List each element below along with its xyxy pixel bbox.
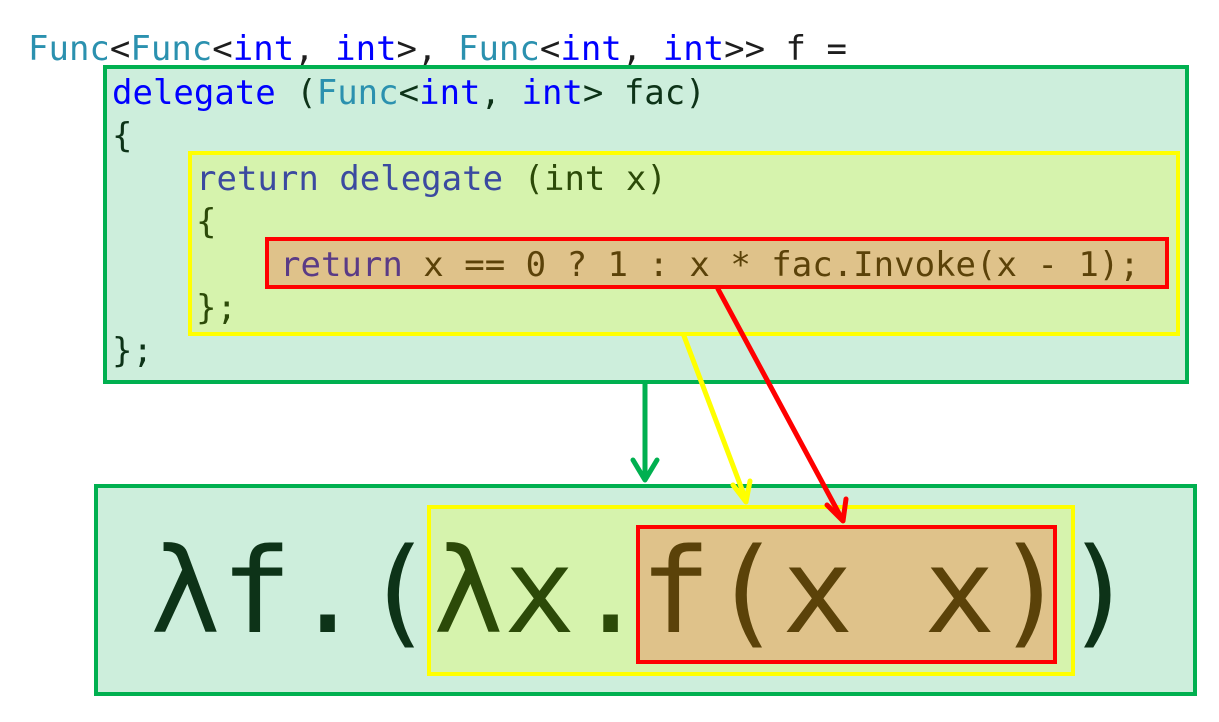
code-line-4: return delegate (int x): [196, 159, 667, 199]
code-line-1: Func<Func<int, int>, Func<int, int>> f =: [28, 29, 847, 69]
lambda-outer-text: λf.(: [150, 522, 435, 660]
red-arrow: [715, 286, 849, 524]
code-line-5: {: [196, 202, 217, 242]
code-line-8: };: [112, 331, 153, 371]
code-line-2: delegate (Func<int, int> fac): [112, 73, 706, 113]
code-line-7: };: [196, 288, 237, 328]
yellow-arrow: [681, 333, 753, 505]
code-line-6: return x == 0 ? 1 : x * fac.Invoke(x - 1…: [280, 245, 1140, 285]
lambda-inner-text: f(x x): [640, 522, 1067, 660]
lambda-mid-text: λx.: [433, 522, 647, 660]
green-arrow: [630, 381, 660, 483]
lambda-inner-box: [636, 525, 1057, 664]
lambda-close-paren: ): [1064, 522, 1136, 660]
code-line-3: {: [112, 116, 133, 156]
